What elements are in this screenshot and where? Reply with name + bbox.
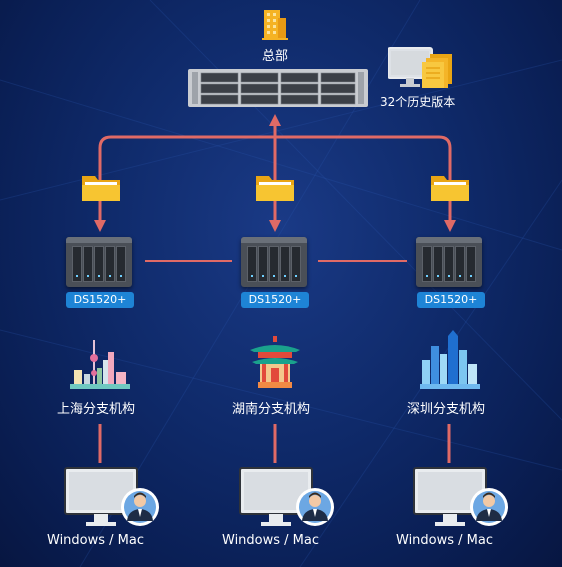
nas-model-badge: DS1520+ — [241, 292, 309, 308]
client-os-label: Windows / Mac — [222, 533, 320, 548]
client-os-label: Windows / Mac — [396, 533, 494, 548]
headquarters-label: 总部 — [262, 49, 289, 64]
nas-device-icon — [241, 237, 307, 287]
client-workstation-icon — [239, 467, 334, 526]
headquarters-building-icon — [262, 10, 288, 40]
branch-label: 湖南分支机构 — [232, 402, 311, 417]
folder-icon — [431, 176, 469, 201]
branch-label: 上海分支机构 — [57, 402, 136, 417]
nas-model-badge: DS1520+ — [66, 292, 134, 308]
client-os-label: Windows / Mac — [47, 533, 145, 548]
version-history-icon — [388, 47, 452, 88]
nas-device-icon — [416, 237, 482, 287]
branch-label: 深圳分支机构 — [407, 402, 486, 417]
hunan-pavilion-icon — [250, 336, 300, 388]
rack-server-icon — [188, 69, 368, 107]
shenzhen-skyline-icon — [420, 330, 480, 389]
version-history-label: 32个历史版本 — [380, 95, 456, 109]
client-workstation-icon — [64, 467, 159, 526]
nas-model-badge: DS1520+ — [417, 292, 485, 308]
client-workstation-icon — [413, 467, 508, 526]
folder-icon — [82, 176, 120, 201]
nas-device-icon — [66, 237, 132, 287]
folder-icon — [256, 176, 294, 201]
shanghai-skyline-icon — [70, 340, 130, 389]
